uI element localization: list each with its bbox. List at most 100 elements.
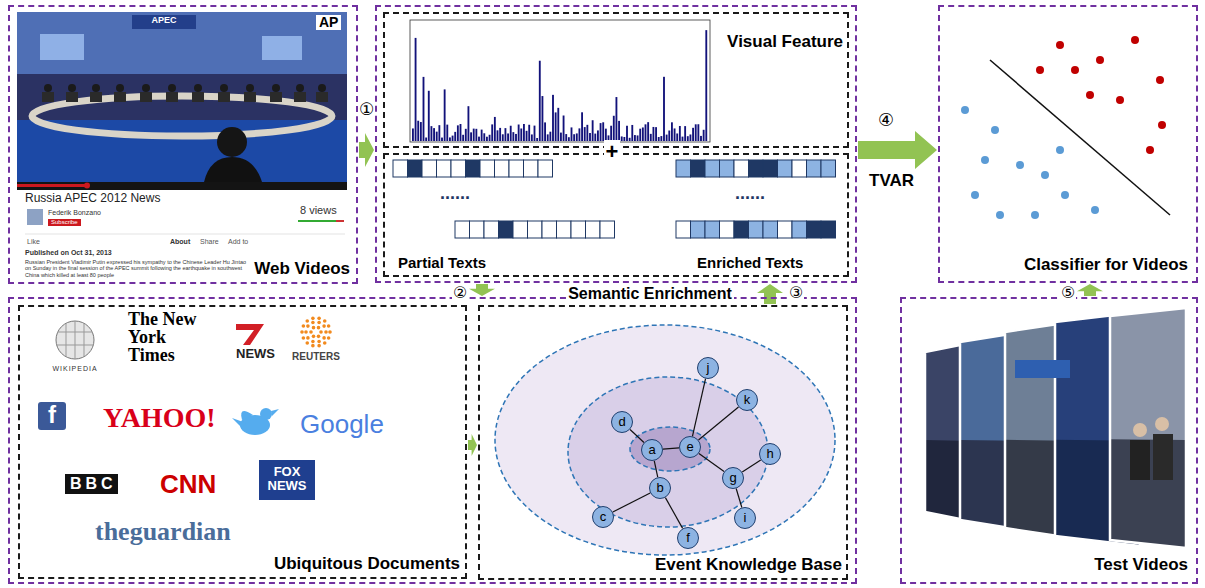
relation-line xyxy=(699,453,724,471)
tab-label: Like xyxy=(27,238,40,246)
vector-cell xyxy=(600,221,615,238)
video-person xyxy=(142,84,150,92)
video-person xyxy=(116,84,124,92)
histogram-bar xyxy=(502,134,504,141)
video-thumbnail xyxy=(1110,308,1186,440)
video-person xyxy=(220,84,228,92)
test-panel: Test Videos xyxy=(900,297,1198,584)
video-person xyxy=(316,92,328,102)
histogram-bar xyxy=(547,134,549,141)
view-count: 8 views xyxy=(300,204,337,216)
class-point xyxy=(961,106,969,114)
flow-arrow xyxy=(858,131,937,169)
globe-logo xyxy=(56,321,94,359)
classifier-panel: Classifier for Videos xyxy=(938,5,1198,283)
logo-text: NEWS xyxy=(236,347,275,361)
histogram-bar xyxy=(700,136,702,141)
entity-node: h xyxy=(759,443,781,465)
video-person xyxy=(270,92,282,102)
logo-text: BBC xyxy=(65,474,118,494)
chart-frame xyxy=(410,20,710,142)
panel-title: Classifier for Videos xyxy=(1024,256,1188,275)
histogram-bar xyxy=(647,122,649,141)
video-person xyxy=(66,92,78,102)
histogram-bar xyxy=(660,136,662,141)
vector-cell xyxy=(408,160,423,177)
entity-node: j xyxy=(697,357,719,379)
node-letter: k xyxy=(744,393,751,407)
class-point xyxy=(1031,211,1039,219)
vector-cell xyxy=(571,221,586,238)
panel-title: Test Videos xyxy=(1094,556,1188,575)
histogram-bar xyxy=(468,106,470,141)
histogram-bar xyxy=(462,135,464,141)
video-screen xyxy=(40,34,84,60)
video-banner xyxy=(1015,360,1070,378)
histogram-bar xyxy=(613,116,615,141)
video-person xyxy=(218,92,230,102)
vector-cell xyxy=(542,221,557,238)
histogram-bar xyxy=(555,112,557,141)
video-person xyxy=(114,92,126,102)
feature-box: Partial TextsEnriched Texts xyxy=(383,153,849,277)
histogram-bar xyxy=(687,136,689,141)
vector-cell xyxy=(778,160,793,177)
histogram-bar xyxy=(645,124,647,141)
social-logo xyxy=(38,402,66,430)
video-person xyxy=(272,84,280,92)
vector-cell xyxy=(451,160,466,177)
vector-cell xyxy=(499,221,514,238)
histogram-bar xyxy=(505,128,507,141)
vector-cell xyxy=(778,221,793,238)
video-person xyxy=(68,84,76,92)
dot-logo xyxy=(324,330,328,334)
histogram-bar xyxy=(639,129,641,141)
histogram-bar xyxy=(573,134,575,141)
player-progress xyxy=(84,183,90,189)
class-point xyxy=(981,156,989,164)
ellipsis: ...... xyxy=(440,184,470,204)
node-letter: j xyxy=(707,361,710,375)
histogram-bar xyxy=(682,137,684,141)
publish-date: Published on Oct 31, 2013 xyxy=(25,249,112,257)
histogram-bar xyxy=(518,125,520,141)
dot-logo xyxy=(317,321,321,325)
class-point xyxy=(1071,66,1079,74)
histogram-bar xyxy=(584,127,586,141)
entity-node: e xyxy=(679,436,701,458)
video-person xyxy=(168,84,176,92)
logo-text: f xyxy=(48,402,56,428)
histogram-bar xyxy=(446,125,448,141)
vector-cell xyxy=(763,221,778,238)
dot-logo xyxy=(312,326,316,330)
vector-cell xyxy=(393,160,408,177)
histogram-bar xyxy=(507,133,509,141)
channel-avatar xyxy=(27,209,43,225)
video-person xyxy=(192,92,204,102)
tab-label: Share xyxy=(200,238,219,246)
dot-logo xyxy=(317,326,321,330)
scope-ellipse xyxy=(630,427,710,471)
histogram-bar xyxy=(597,130,599,141)
node-letter: a xyxy=(648,443,655,457)
entity-node: c xyxy=(592,506,614,528)
relation-line xyxy=(736,489,742,508)
histogram-bar xyxy=(602,122,604,141)
histogram-bar xyxy=(581,112,583,141)
histogram-bar xyxy=(449,137,451,141)
video-person xyxy=(204,157,262,182)
histogram-bar xyxy=(497,130,499,141)
dot-logo xyxy=(317,317,321,321)
vector-cell xyxy=(720,160,735,177)
node-letter: f xyxy=(686,531,690,545)
flow-arrow xyxy=(468,434,477,456)
vector-cell xyxy=(480,160,495,177)
logo-text: WIKIPEDIA xyxy=(52,365,97,373)
box-title: Visual Feature xyxy=(727,33,843,52)
logo-text: FOX NEWS xyxy=(262,465,312,492)
histogram-bar xyxy=(695,124,697,141)
video-person xyxy=(42,92,54,102)
video-wall xyxy=(17,12,347,74)
relation-line xyxy=(630,430,644,443)
dot-logo xyxy=(302,336,306,340)
